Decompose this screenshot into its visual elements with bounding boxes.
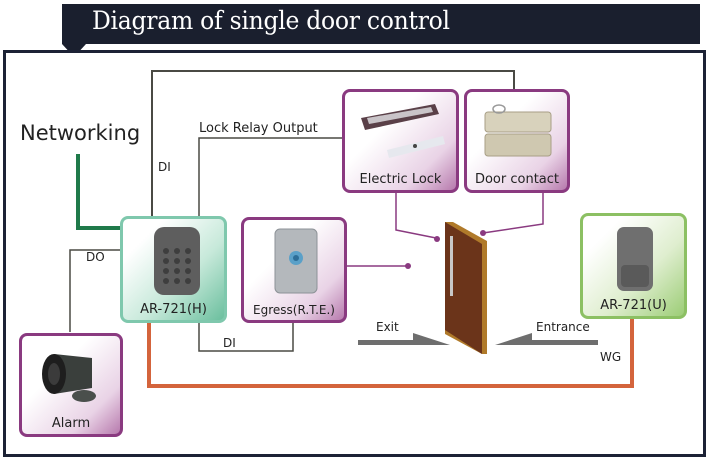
do-wire: [69, 249, 122, 332]
reader-box: AR-721(U): [580, 213, 687, 319]
door-contact-label: Door contact: [474, 172, 560, 187]
do-label: DO: [86, 250, 105, 264]
di-top-label: DI: [158, 160, 171, 174]
networking-label: Networking: [20, 121, 141, 145]
egress-connection-dot: [405, 263, 411, 269]
magnetic-lock-icon: [361, 104, 445, 158]
door-sensor-icon: [484, 104, 552, 157]
door-icon: [445, 222, 487, 354]
alarm-label: Alarm: [51, 416, 91, 431]
alarm-box: Alarm: [19, 333, 123, 437]
entrance-arrow: [495, 333, 598, 345]
contact-to-door-wire: [482, 191, 544, 234]
di-bottom-label: DI: [223, 336, 236, 350]
controller-label: AR-721(H): [140, 302, 207, 317]
keypad-reader-icon: [154, 227, 200, 295]
lock-to-door-wire: [395, 191, 437, 239]
siren-icon: [42, 354, 96, 402]
electric-lock-label: Electric Lock: [359, 172, 442, 187]
reader-label: AR-721(U): [600, 298, 667, 313]
di-wire-egress: [198, 320, 294, 352]
exit-button-icon: [274, 228, 318, 294]
lock-connection-dot: [434, 236, 440, 242]
network-wire: [76, 154, 122, 230]
lock-relay-output-label: Lock Relay Output: [199, 121, 318, 136]
egress-box: Egress(R.T.E.): [241, 217, 347, 323]
di-wire-door-contact: [151, 70, 515, 218]
title-banner: [62, 4, 700, 44]
lock-relay-wire: [198, 137, 344, 218]
egress-label: Egress(R.T.E.): [253, 303, 335, 317]
diagram-title: Diagram of single door control: [92, 6, 450, 35]
wg-label: WG: [600, 350, 622, 364]
door-contact-box: Door contact: [464, 89, 570, 193]
exit-label: Exit: [376, 320, 399, 334]
exit-arrow: [358, 333, 450, 345]
wg-wire: [147, 318, 634, 388]
card-reader-icon: [617, 227, 653, 291]
contact-connection-dot: [480, 230, 486, 236]
controller-box: AR-721(H): [120, 216, 227, 323]
electric-lock-box: Electric Lock: [342, 89, 459, 193]
entrance-label: Entrance: [536, 320, 590, 334]
